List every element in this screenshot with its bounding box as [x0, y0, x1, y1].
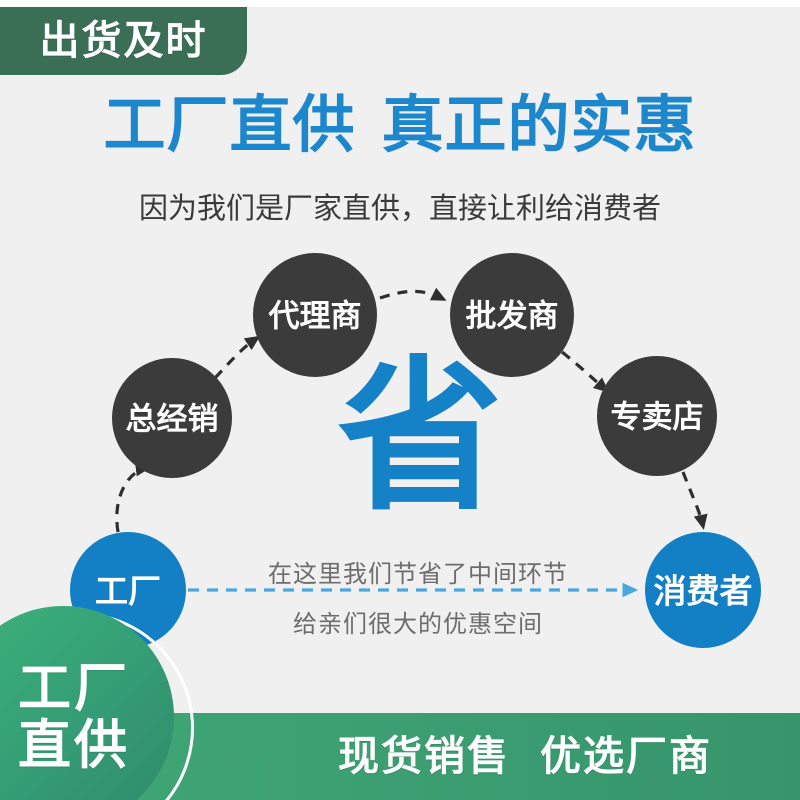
node-label-distributor: 总经销: [126, 402, 219, 437]
top-white-strip: [0, 0, 800, 7]
bottom-circle-line-1: 工厂: [18, 658, 130, 718]
edge-wholesaler-to-store: [561, 350, 610, 393]
node-label-consumer: 消费者: [654, 573, 753, 610]
headline-part-2: 真正的实惠: [381, 91, 697, 160]
node-consumer[interactable]: 消费者: [645, 532, 761, 648]
node-distributor[interactable]: 总经销: [112, 358, 232, 478]
node-label-agent: 代理商: [268, 299, 362, 334]
node-label-wholesaler: 批发商: [466, 299, 559, 334]
edge-factory-to-distributor: [115, 462, 151, 533]
savings-note-line-1: 在这里我们节省了中间环节: [268, 561, 568, 588]
page-title: 工厂直供真正的实惠: [0, 93, 800, 158]
savings-note-line-2: 给亲们很大的优惠空间: [293, 611, 543, 638]
diagram-edges: [115, 287, 708, 598]
bottom-slogan-2: 优选厂商: [540, 733, 712, 779]
node-store[interactable]: 专卖店: [597, 356, 717, 476]
save-character: 省: [337, 345, 503, 529]
page-subtitle: 因为我们是厂家直供，直接让利给消费者: [138, 193, 661, 225]
bottom-slogan: 现货销售 优选厂商: [250, 713, 800, 800]
node-label-factory: 工厂: [95, 573, 161, 610]
shipping-badge: 出货及时: [0, 7, 247, 75]
node-label-store: 专卖店: [611, 400, 704, 435]
edge-distributor-to-agent: [213, 335, 261, 380]
bottom-circle-line-2: 直供: [18, 716, 130, 775]
node-agent[interactable]: 代理商: [253, 253, 377, 377]
bottom-slogan-1: 现货销售: [338, 733, 510, 779]
headline-part-1: 工厂直供: [103, 91, 356, 160]
edge-store-to-consumer: [681, 471, 708, 530]
edge-agent-to-wholesaler: [379, 287, 447, 301]
node-wholesaler[interactable]: 批发商: [450, 253, 574, 377]
shipping-badge-label: 出货及时: [39, 19, 208, 63]
